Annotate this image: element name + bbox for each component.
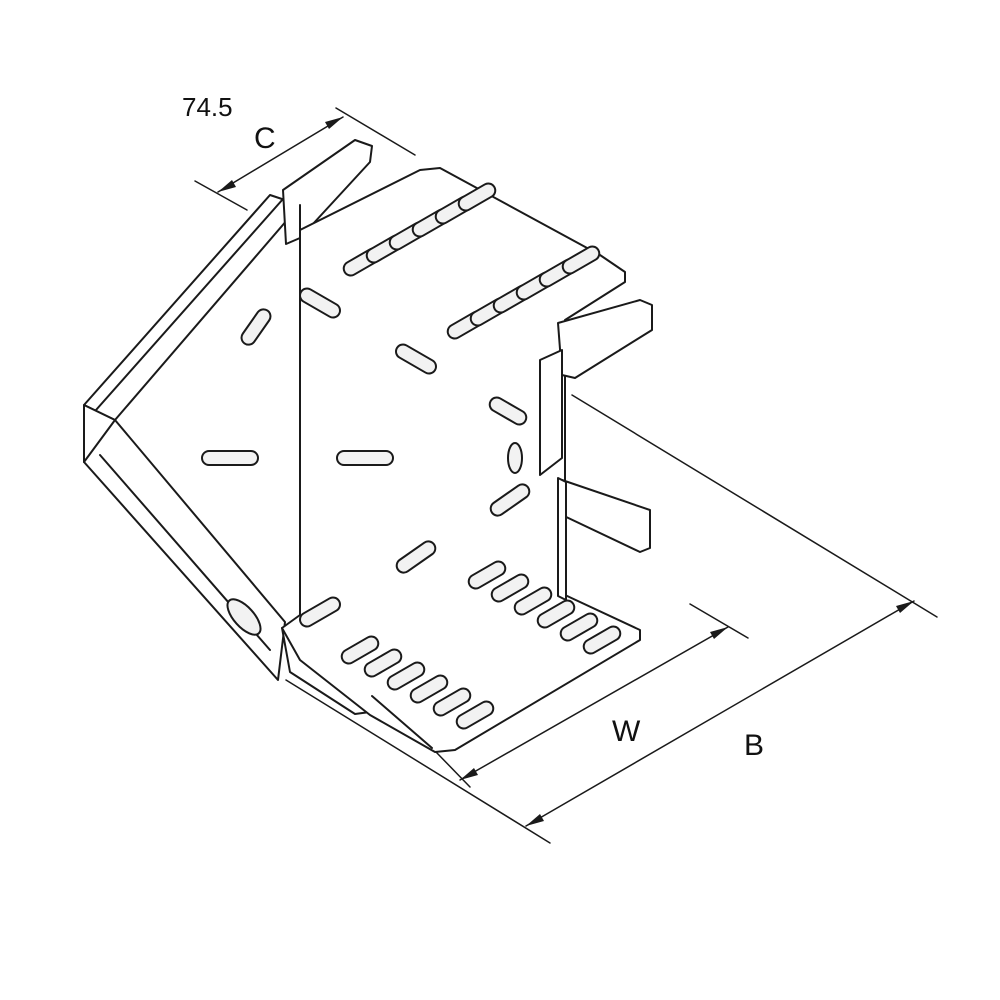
dimension-line-w [459, 626, 729, 781]
base-slot [513, 586, 553, 616]
extension-line-w-right [689, 603, 749, 639]
base-slot [340, 635, 380, 665]
end-flange-top [282, 139, 373, 245]
base-slot [489, 483, 531, 517]
extension-line-c-right [335, 107, 416, 156]
extension-line-b-right [571, 394, 938, 618]
extension-line-c-left [194, 180, 248, 211]
base-slot [457, 182, 497, 212]
base-slot [490, 573, 530, 603]
right-side-flanges [507, 299, 653, 601]
dimension-w [435, 603, 749, 788]
tray-base [281, 167, 641, 753]
base-slot [240, 308, 272, 346]
side-wall-slot [226, 598, 262, 636]
extension-line-w-left [435, 751, 471, 788]
arrowhead-c-left [218, 180, 236, 192]
base-slots [201, 182, 622, 730]
base-slot [561, 245, 601, 275]
left-side-wall [83, 139, 551, 844]
base-slot [488, 396, 528, 426]
side-wall-inner-line [95, 198, 284, 411]
arrowhead-c-right [325, 117, 343, 129]
base-front-edge [371, 695, 433, 749]
base-plate [281, 167, 641, 753]
flange-symbol-label: C [254, 122, 276, 155]
base-slot [336, 450, 394, 466]
flange-height-value: 74.5 [182, 92, 233, 122]
base-slot [395, 540, 437, 574]
base-slot [536, 599, 576, 629]
right-wall-slot [507, 442, 523, 474]
base-slot [363, 648, 403, 678]
base-slot [582, 625, 622, 655]
dimension-line-b [525, 600, 915, 827]
base-slot [467, 560, 507, 590]
arrowhead-b-left [526, 814, 544, 826]
arrowhead-w-right [710, 627, 728, 639]
dimension-b [525, 394, 938, 827]
base-slot [395, 343, 437, 375]
right-wall-lower [557, 477, 567, 601]
base-slot [432, 687, 472, 717]
base-slot [299, 287, 341, 319]
right-flange-bottom [561, 479, 651, 553]
base-slot [409, 674, 449, 704]
base-slot [386, 661, 426, 691]
base-slot [455, 700, 495, 730]
arrowhead-b-right [896, 601, 914, 613]
arrowhead-w-left [460, 768, 478, 780]
base-slot [559, 612, 599, 642]
extension-line-b-left [285, 679, 551, 844]
base-slot [299, 596, 341, 628]
dimension-c [194, 107, 416, 211]
outer-symbol-label: B [744, 729, 764, 762]
dimension-line-c [217, 116, 344, 193]
right-wall-upper [539, 349, 563, 476]
base-slot [201, 450, 259, 466]
width-symbol-label: W [612, 715, 641, 748]
